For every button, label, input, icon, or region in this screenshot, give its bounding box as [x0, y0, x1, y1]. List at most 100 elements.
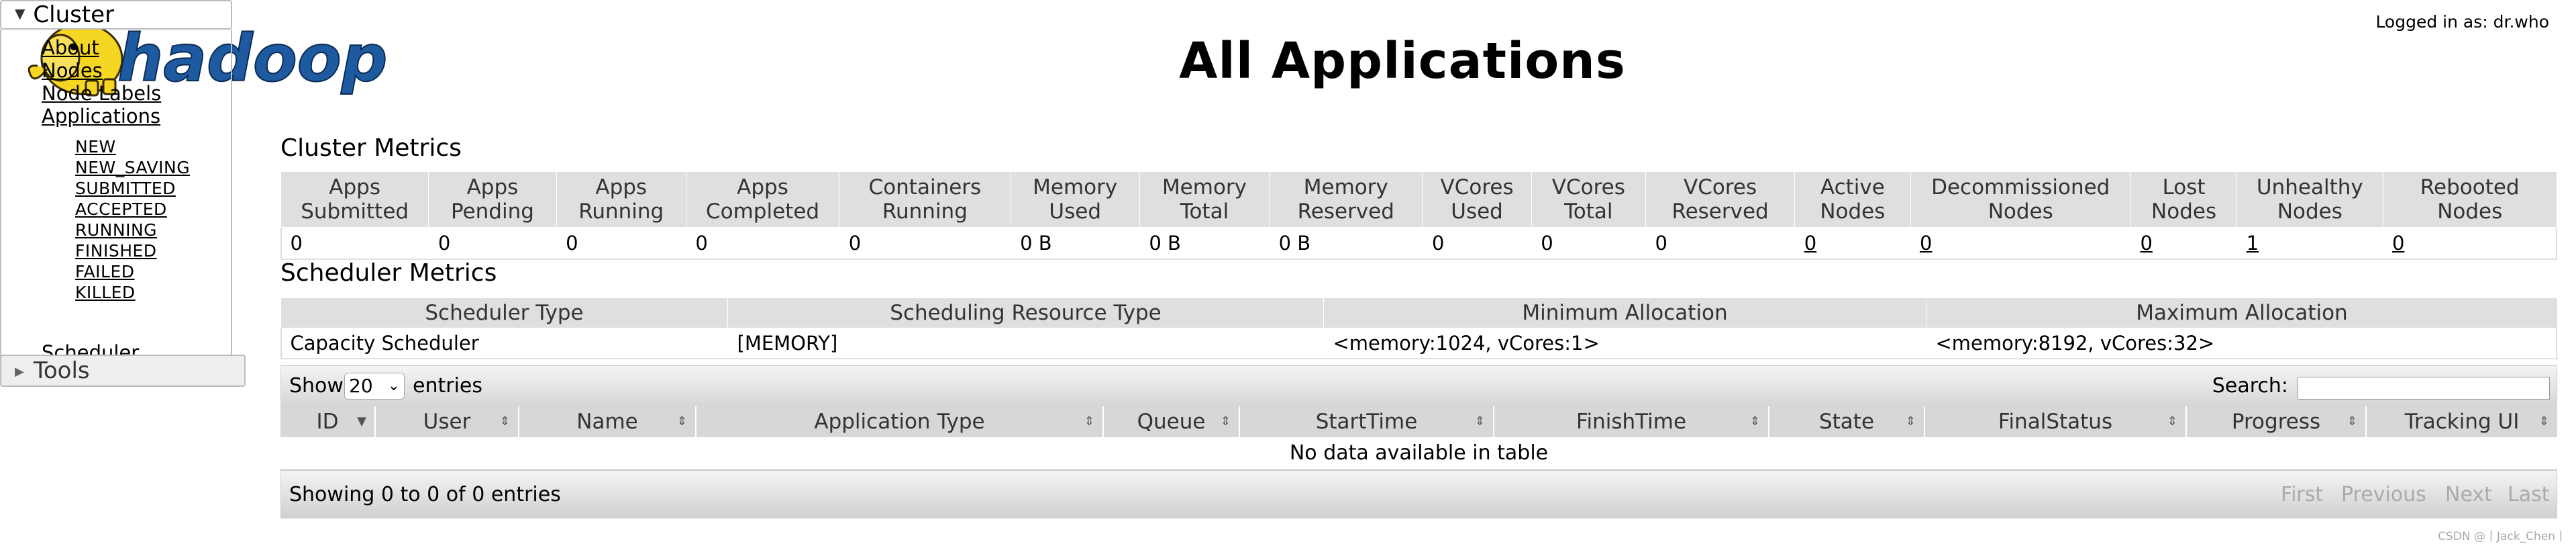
sort-icon: ⇕: [2167, 414, 2177, 428]
apps-table-header: ID▼ User⇕ Name⇕ Application Type⇕ Queue⇕…: [280, 406, 2557, 437]
triangle-right-icon: ▶: [15, 365, 24, 379]
metric-rebooted-nodes-link[interactable]: 0: [2392, 232, 2405, 255]
scheduler-metrics-title: Scheduler Metrics: [280, 259, 497, 287]
nav-state-submitted[interactable]: SUBMITTED: [75, 179, 176, 198]
column-header-tracking-ui[interactable]: Tracking UI⇕: [2367, 406, 2557, 437]
column-header-queue[interactable]: Queue⇕: [1104, 406, 1240, 437]
logged-in-status: Logged in as: dr.who: [2375, 12, 2549, 32]
nav-link-node-labels[interactable]: Node Labels: [42, 82, 162, 105]
pagination-first-button[interactable]: First: [2281, 483, 2324, 506]
search-label: Search:: [2212, 374, 2288, 398]
chevron-down-icon: ⌄: [387, 377, 400, 394]
watermark: CSDN @丨Jack_Chen丨: [2438, 530, 2567, 543]
nav-state-new-saving[interactable]: NEW_SAVING: [75, 158, 191, 177]
sort-icon: ⇕: [676, 414, 687, 428]
column-header-starttime[interactable]: StartTime⇕: [1240, 406, 1494, 437]
metric-apps-pending: 0: [428, 227, 557, 260]
nav-state-killed[interactable]: KILLED: [75, 283, 136, 302]
metric-apps-completed: 0: [686, 227, 839, 260]
show-label: Show: [289, 374, 344, 398]
tools-section-label: Tools: [33, 357, 90, 384]
sort-icon: ⇕: [1474, 414, 1485, 428]
svg-text:hadoop: hadoop: [117, 21, 387, 96]
column-header-finalstatus[interactable]: FinalStatus⇕: [1925, 406, 2187, 437]
column-header-user[interactable]: User⇕: [376, 406, 519, 437]
sort-icon: ⇕: [2538, 414, 2549, 428]
column-header-finishtime[interactable]: FinishTime⇕: [1494, 406, 1769, 437]
pagination-last-button[interactable]: Last: [2508, 483, 2550, 506]
scheduler-metrics-header-row: Scheduler Type Scheduling Resource Type …: [280, 298, 2558, 328]
scheduler-metrics-value-row: Capacity Scheduler [MEMORY] <memory:1024…: [280, 328, 2558, 359]
entries-per-page-select[interactable]: 20 ⌄: [344, 373, 405, 400]
search-input[interactable]: [2298, 377, 2550, 400]
sort-icon: ⇕: [1084, 414, 1094, 428]
nav-state-accepted[interactable]: ACCEPTED: [75, 199, 167, 219]
nav-link-applications[interactable]: Applications: [42, 105, 161, 128]
nav-state-failed[interactable]: FAILED: [75, 262, 135, 281]
hadoop-logo: hadoop: [20, 5, 423, 106]
sort-icon: ⇕: [1220, 414, 1231, 428]
sort-icon: ⇕: [1749, 414, 1760, 428]
cluster-nav: About Nodes Node Labels Applications NEW…: [0, 30, 232, 375]
sort-icon: ⇕: [2347, 414, 2357, 428]
col-header: Maximum Allocation: [1926, 298, 2558, 328]
pagination-next-button[interactable]: Next: [2445, 483, 2492, 506]
apps-table-toolbar: Show 20 ⌄ entries Search:: [280, 365, 2557, 406]
metric-decommissioned-nodes-link[interactable]: 0: [1920, 232, 1933, 255]
metric-lost-nodes-link[interactable]: 0: [2140, 232, 2153, 255]
column-header-progress[interactable]: Progress⇕: [2187, 406, 2367, 437]
sidebar: ▼ Cluster About Nodes Node Labels Applica…: [0, 0, 246, 387]
tools-section-toggle[interactable]: ▶ Tools: [0, 355, 246, 387]
nav-link-about[interactable]: About: [42, 36, 99, 59]
nav-state-running[interactable]: RUNNING: [75, 220, 158, 240]
metric-memory-total: 0 B: [1139, 227, 1270, 260]
col-header: Minimum Allocation: [1323, 298, 1926, 328]
col-header: Scheduling Resource Type: [727, 298, 1324, 328]
metric-unhealthy-nodes-link[interactable]: 1: [2246, 232, 2259, 255]
metric-vcores-reserved: 0: [1645, 227, 1795, 260]
metric-vcores-used: 0: [1422, 227, 1532, 260]
scheduler-type-value: Capacity Scheduler: [280, 328, 728, 359]
nav-link-nodes[interactable]: Nodes: [42, 59, 103, 82]
empty-table-message: No data available in table: [280, 438, 2557, 470]
nav-state-new[interactable]: NEW: [75, 137, 116, 156]
pagination-previous-button[interactable]: Previous: [2341, 483, 2426, 506]
sort-desc-icon: ▼: [357, 414, 366, 428]
cluster-metrics-title: Cluster Metrics: [280, 134, 462, 162]
metric-containers-running: 0: [839, 227, 1011, 260]
showing-entries-info: Showing 0 to 0 of 0 entries: [289, 483, 561, 506]
metric-apps-running: 0: [556, 227, 686, 260]
metric-memory-reserved: 0 B: [1269, 227, 1423, 260]
cluster-section-toggle[interactable]: ▼ Cluster: [0, 0, 232, 30]
metric-active-nodes-link[interactable]: 0: [1804, 232, 1817, 255]
column-header-id[interactable]: ID▼: [280, 406, 376, 437]
column-header-application-type[interactable]: Application Type⇕: [697, 406, 1104, 437]
cluster-section-label: Cluster: [33, 1, 115, 28]
scheduler-metrics-table: Scheduler Type Scheduling Resource Type …: [280, 298, 2558, 359]
maximum-allocation-value: <memory:8192, vCores:32>: [1926, 328, 2558, 359]
triangle-down-icon: ▼: [15, 5, 25, 21]
sort-icon: ⇕: [499, 414, 510, 428]
sort-icon: ⇕: [1905, 414, 1916, 428]
nav-state-finished[interactable]: FINISHED: [75, 241, 157, 261]
column-header-name[interactable]: Name⇕: [519, 406, 697, 437]
scheduling-resource-type-value: [MEMORY]: [727, 328, 1324, 359]
metric-apps-submitted: 0: [280, 227, 429, 260]
column-header-state[interactable]: State⇕: [1769, 406, 1925, 437]
entries-per-page-value: 20: [349, 375, 373, 397]
